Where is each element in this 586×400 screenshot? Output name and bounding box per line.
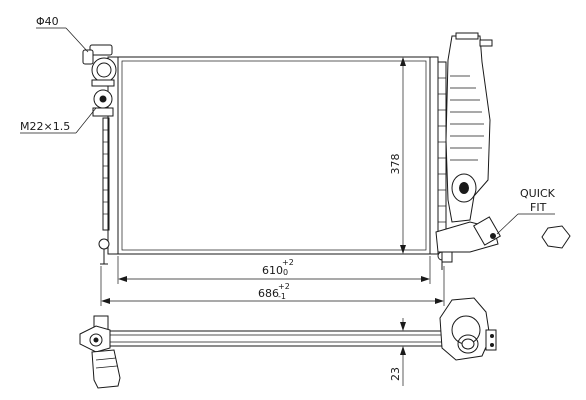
core-width-tolerance-upper: +2 xyxy=(282,258,294,267)
outlet-pipe-quick-fit xyxy=(435,216,501,263)
annotation-thread: M22×1.5 xyxy=(20,107,97,134)
expansion-tank xyxy=(445,32,493,223)
top-view-inlet xyxy=(79,315,121,389)
annotation-quick-fit: QUICK FIT xyxy=(496,187,556,235)
top-view-core xyxy=(107,330,447,347)
diameter-label: Φ40 xyxy=(36,15,59,28)
radiator-top-view xyxy=(79,297,497,389)
core-width-label: 610 xyxy=(262,264,283,277)
dimension-core-width: 610 +2 0 xyxy=(117,256,431,284)
radiator-core-inner xyxy=(121,60,427,251)
depth-label: 23 xyxy=(389,367,402,381)
left-tank xyxy=(98,56,119,265)
inlet-pipe xyxy=(82,44,117,87)
overall-width-label: 686 xyxy=(258,287,279,300)
radiator-front-view xyxy=(82,32,571,270)
overall-width-tolerance-upper: +2 xyxy=(278,282,290,291)
quick-fit-label-line2: FIT xyxy=(530,201,547,214)
thread-label: M22×1.5 xyxy=(20,120,70,133)
top-view-expansion-tank xyxy=(439,297,497,361)
height-label: 378 xyxy=(389,154,402,175)
quick-fit-clip-symbol xyxy=(541,225,571,249)
drain-plug xyxy=(92,89,114,117)
core-width-tolerance-lower: 0 xyxy=(283,268,288,277)
radiator-core xyxy=(117,56,431,255)
quick-fit-label-line1: QUICK xyxy=(520,187,556,200)
dimension-overall-width: 686 +2 -1 xyxy=(100,266,445,306)
dimension-depth: 23 xyxy=(389,318,412,386)
dimension-height: 378 xyxy=(389,56,412,255)
annotation-diameter: Φ40 xyxy=(36,15,89,53)
overall-width-tolerance-lower: -1 xyxy=(278,292,286,301)
